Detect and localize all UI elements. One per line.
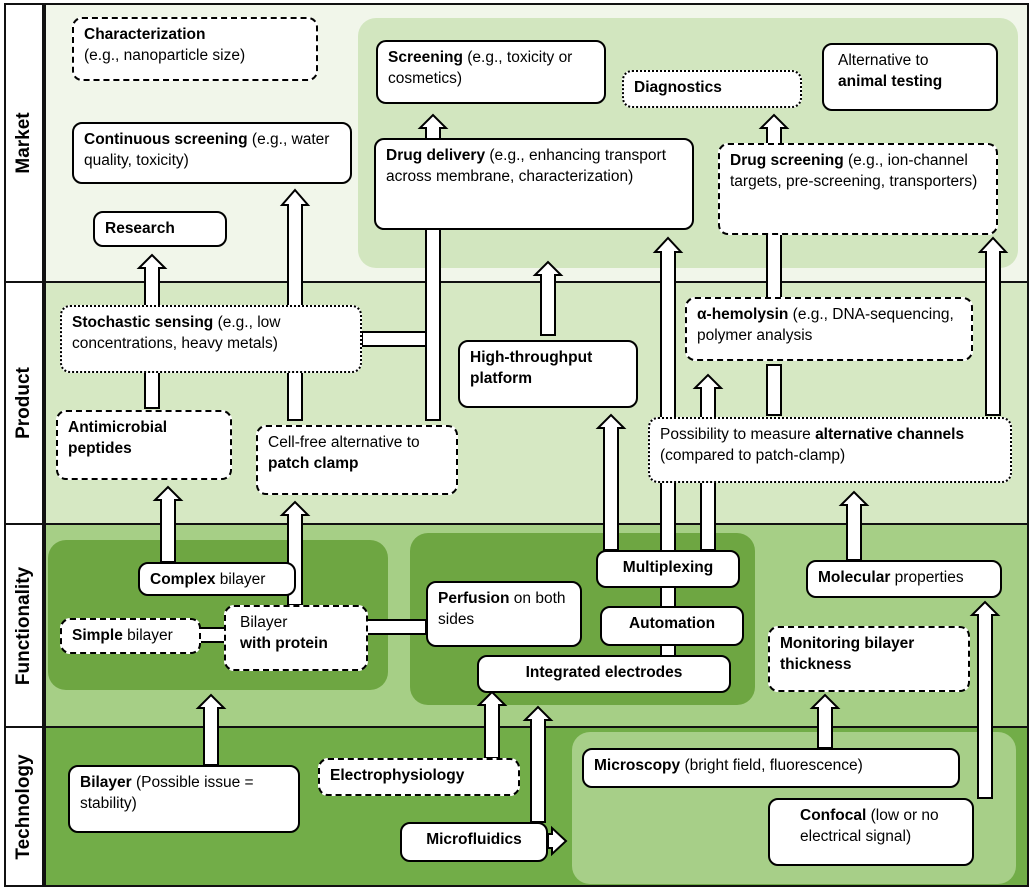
arrow-molecular bbox=[969, 600, 1001, 799]
microfluidics-node: Microfluidics bbox=[400, 822, 548, 862]
integrated-electrodes-node: Integrated electrodes bbox=[477, 655, 731, 693]
arrow-alt-channels-right bbox=[838, 490, 870, 561]
alpha-hemolysin-node: α-hemolysin (e.g., DNA-sequencing, polym… bbox=[685, 297, 973, 361]
bilayer-tech-title: Bilayer bbox=[80, 774, 132, 791]
screening-node: Screening (e.g., toxicity or cosmetics) bbox=[376, 40, 606, 104]
alternative-channels-pre: Possibility to measure bbox=[660, 426, 816, 443]
cellfree-pre: Cell-free alternative to bbox=[268, 434, 420, 451]
research-title: Research bbox=[105, 220, 175, 237]
continuous-screening-detail: (e.g., water quality, toxicity) bbox=[84, 131, 330, 169]
screening-detail: (e.g., toxicity or cosmetics) bbox=[388, 49, 573, 87]
alternative-animal-node: Alternative to animal testing bbox=[822, 43, 998, 111]
stochastic-sensing-detail: (e.g., low concentrations, heavy metals) bbox=[72, 314, 281, 352]
continuous-screening-node: Continuous screening (e.g., water qualit… bbox=[72, 122, 352, 184]
market-label-box: Market bbox=[4, 3, 44, 283]
arrow-htp-up bbox=[595, 413, 627, 551]
alternative-animal-title: animal testing bbox=[838, 73, 943, 90]
microscopy-title: Microscopy bbox=[594, 757, 681, 774]
alternative-animal-pre: Alternative to bbox=[838, 52, 929, 69]
technology-label-box: Technology bbox=[4, 728, 44, 887]
simple-bilayer-title: Simple bbox=[72, 627, 123, 644]
drug-delivery-detail: (e.g., enhancing transport across membra… bbox=[386, 147, 667, 185]
screening-title: Screening bbox=[388, 49, 463, 66]
confocal-node: Confocal (low or no electrical signal) bbox=[768, 798, 974, 866]
continuous-screening-title: Continuous screening bbox=[84, 131, 248, 148]
characterization-detail: (e.g., nanoparticle size) bbox=[84, 47, 246, 64]
multiplexing-node: Multiplexing bbox=[596, 550, 740, 588]
diagnostics-node: Diagnostics bbox=[622, 70, 802, 108]
bilayer-protein-node: Bilayer with protein bbox=[224, 605, 368, 671]
microscopy-node: Microscopy (bright field, fluorescence) bbox=[582, 748, 960, 788]
bilayer-protein-title: with protein bbox=[240, 635, 328, 652]
alpha-hemolysin-detail: (e.g., DNA-sequencing, polymer analysis bbox=[697, 306, 954, 344]
drug-delivery-title: Drug delivery bbox=[386, 147, 486, 164]
arrow-hemolysin bbox=[766, 364, 782, 416]
high-throughput-title: High-throughput platform bbox=[470, 349, 593, 387]
simple-bilayer-node: Simple bilayer bbox=[60, 618, 201, 654]
molecular-properties-title: Molecular bbox=[818, 569, 891, 586]
electrophysiology-title: Electrophysiology bbox=[330, 767, 465, 784]
drug-screening-node: Drug screening (e.g., ion-channel target… bbox=[718, 143, 998, 235]
monitoring-thickness-title: Monitoring bilayer thickness bbox=[780, 635, 915, 673]
monitoring-thickness-node: Monitoring bilayer thickness bbox=[768, 626, 970, 692]
cellfree-title: patch clamp bbox=[268, 455, 359, 472]
multiplexing-title: Multiplexing bbox=[622, 559, 714, 576]
arrow-integrated-electrodes bbox=[476, 690, 508, 759]
alternative-channels-title: alternative channels bbox=[815, 426, 965, 443]
diagnostics-title: Diagnostics bbox=[634, 79, 722, 96]
confocal-detail: (low or no electrical signal) bbox=[800, 807, 939, 845]
functionality-label-box: Functionality bbox=[4, 525, 44, 728]
arrow-drug-screening-right bbox=[977, 236, 1009, 416]
arrow-htp bbox=[532, 260, 564, 336]
high-throughput-node: High-throughput platform bbox=[458, 340, 638, 408]
bilayer-tech-detail: (Possible issue = stability) bbox=[80, 774, 254, 812]
alternative-channels-detail: (compared to patch-clamp) bbox=[660, 447, 846, 464]
microfluidics-title: Microfluidics bbox=[426, 831, 522, 848]
perfusion-title: Perfusion bbox=[438, 590, 510, 607]
product-label-box: Product bbox=[4, 283, 44, 525]
arrow-microfluidics-up bbox=[522, 705, 554, 823]
stochastic-connector bbox=[361, 331, 431, 347]
complex-bilayer-node: Complex bilayer bbox=[138, 562, 296, 596]
bilayer-protein-pre: Bilayer bbox=[240, 614, 288, 631]
drug-screening-detail: (e.g., ion-channel targets, pre-screenin… bbox=[730, 152, 978, 190]
arrow-monitoring bbox=[809, 693, 841, 749]
arrow-complex-bilayer bbox=[195, 693, 227, 766]
alpha-hemolysin-title: α-hemolysin bbox=[697, 306, 789, 323]
stochastic-sensing-title: Stochastic sensing bbox=[72, 314, 214, 331]
perfusion-detail: on both sides bbox=[438, 590, 566, 628]
automation-node: Automation bbox=[600, 606, 744, 646]
antimicrobial-title: Antimicrobial peptides bbox=[68, 419, 168, 457]
stochastic-sensing-node: Stochastic sensing (e.g., low concentrat… bbox=[60, 305, 362, 373]
research-node: Research bbox=[93, 211, 227, 247]
complex-bilayer-title: Complex bbox=[150, 571, 216, 588]
perfusion-connector bbox=[365, 619, 427, 635]
automation-title: Automation bbox=[628, 615, 716, 632]
integrated-electrodes-title: Integrated electrodes bbox=[525, 664, 683, 681]
arrow-antimicrobial bbox=[152, 485, 184, 563]
arrow-microfluidics-right bbox=[547, 825, 568, 857]
complex-bilayer-detail: bilayer bbox=[215, 571, 266, 588]
molecular-properties-node: Molecular properties bbox=[806, 560, 1002, 598]
antimicrobial-node: Antimicrobial peptides bbox=[56, 410, 232, 480]
characterization-title: Characterization bbox=[84, 26, 206, 43]
electrophysiology-node: Electrophysiology bbox=[318, 758, 520, 796]
drug-delivery-node: Drug delivery (e.g., enhancing transport… bbox=[374, 138, 694, 230]
molecular-properties-detail: properties bbox=[890, 569, 964, 586]
alternative-channels-node: Possibility to measure alternative chann… bbox=[648, 417, 1012, 483]
microscopy-detail: (bright field, fluorescence) bbox=[680, 757, 863, 774]
simple-bilayer-detail: bilayer bbox=[122, 627, 173, 644]
bilayer-tech-node: Bilayer (Possible issue = stability) bbox=[68, 765, 300, 833]
confocal-title: Confocal bbox=[800, 807, 867, 824]
perfusion-node: Perfusion on both sides bbox=[426, 581, 582, 647]
cellfree-node: Cell-free alternative to patch clamp bbox=[256, 425, 458, 495]
drug-screening-title: Drug screening bbox=[730, 152, 844, 169]
characterization-node: Characterization (e.g., nanoparticle siz… bbox=[72, 17, 318, 81]
